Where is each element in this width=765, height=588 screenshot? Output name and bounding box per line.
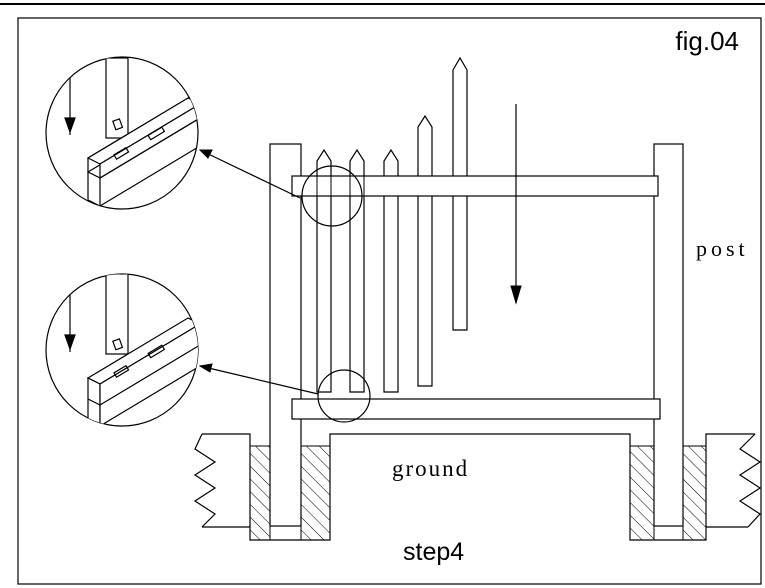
joint-circle-top <box>301 165 363 227</box>
detail-view-top <box>45 56 199 210</box>
joint-circle-bottom <box>317 369 371 423</box>
concrete-footing-right <box>629 445 707 541</box>
ground-label: ground <box>392 456 470 481</box>
rail-bottom <box>291 398 661 420</box>
frame-border <box>17 17 762 585</box>
post-left <box>269 143 302 527</box>
step-label: step4 <box>403 538 465 566</box>
insert-direction-arrow <box>510 104 522 305</box>
post-right <box>653 143 684 527</box>
post-label: post <box>696 236 749 261</box>
figure-number: fig.04 <box>675 26 739 56</box>
rail-top <box>291 175 659 197</box>
leader-arrows <box>198 149 319 395</box>
detail-view-bottom <box>45 273 199 427</box>
